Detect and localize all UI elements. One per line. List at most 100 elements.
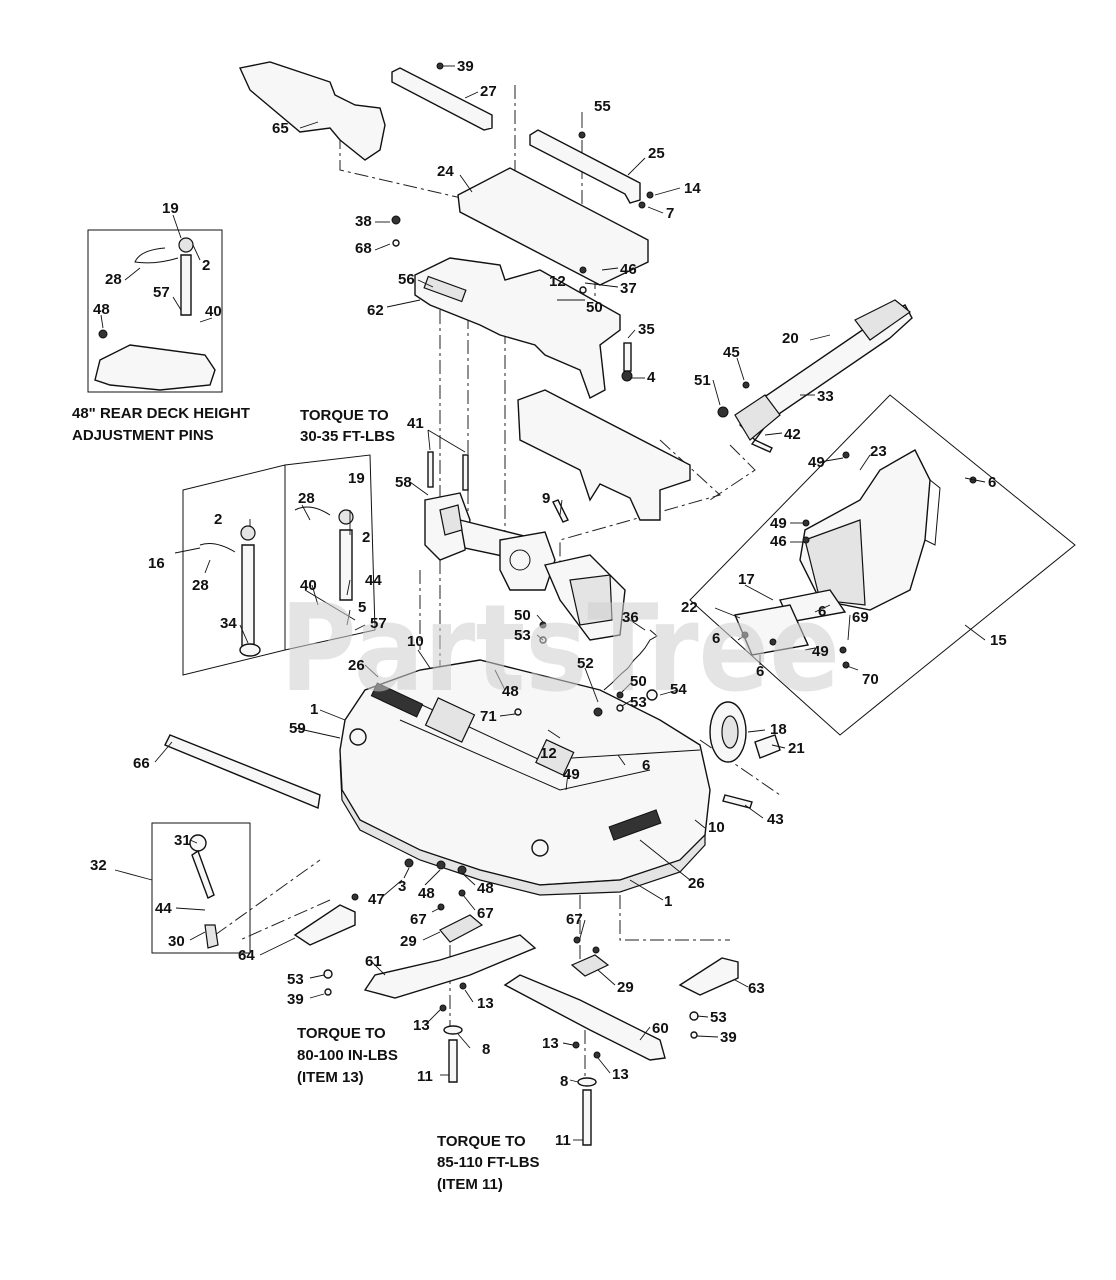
part-61-blade: [363, 934, 537, 999]
callout-31: 31: [174, 832, 191, 849]
callout-44: 44: [365, 572, 382, 589]
callout-11: 11: [417, 1068, 433, 1085]
callout-1: 1: [664, 893, 672, 910]
callout-54: 54: [670, 681, 687, 698]
callout-26: 26: [348, 657, 365, 674]
callout-42: 42: [784, 426, 801, 443]
callout-55: 55: [594, 98, 611, 115]
callout-34: 34: [220, 615, 237, 632]
callout-60: 60: [652, 1020, 669, 1037]
callout-68: 68: [355, 240, 372, 257]
watermark: PartsTree: [280, 580, 840, 719]
callout-27: 27: [480, 83, 497, 100]
callout-8: 8: [560, 1073, 568, 1090]
callout-71: 71: [480, 708, 497, 725]
callout-38: 38: [355, 213, 372, 230]
callout-37: 37: [620, 280, 637, 297]
callout-53: 53: [710, 1009, 727, 1026]
callout-49: 49: [563, 766, 580, 783]
callout-64: 64: [238, 947, 255, 964]
callout-17: 17: [738, 571, 755, 588]
callout-29: 29: [617, 979, 634, 996]
part-8-washer-a: [443, 1025, 463, 1035]
callout-57: 57: [370, 615, 387, 632]
callout-66: 66: [133, 755, 150, 772]
callout-2: 2: [214, 511, 222, 528]
part-25-bracket: [529, 129, 641, 204]
part-62-deck-cover: [414, 257, 621, 399]
deck-cover-decal: [423, 275, 467, 303]
part-21-bushing: [754, 734, 781, 759]
note-rear-deck-line1: 48" REAR DECK HEIGHT: [72, 405, 250, 422]
part-11-bolt-b: [582, 1089, 592, 1146]
callout-52: 52: [577, 655, 594, 672]
callout-63: 63: [748, 980, 765, 997]
part-65-shield: [238, 61, 386, 161]
part-58-gearbox-assembly: [424, 492, 626, 641]
callout-39: 39: [287, 991, 304, 1008]
callout-33: 33: [817, 388, 834, 405]
callout-22: 22: [681, 599, 698, 616]
part-43-bolt: [722, 794, 753, 809]
callout-16: 16: [148, 555, 165, 572]
callout-19: 19: [348, 470, 365, 487]
callout-15: 15: [990, 632, 1007, 649]
callout-48: 48: [93, 301, 110, 318]
callout-8: 8: [482, 1041, 490, 1058]
callout-6: 6: [988, 474, 996, 491]
callout-6: 6: [642, 757, 650, 774]
note-torque3-line2: 85-110 FT-LBS: [437, 1154, 540, 1171]
callout-59: 59: [289, 720, 306, 737]
part-20-drive-shaft: [734, 299, 913, 442]
part-8-washer-b: [577, 1077, 597, 1087]
callout-25: 25: [648, 145, 665, 162]
callout-53: 53: [514, 627, 531, 644]
callout-39: 39: [720, 1029, 737, 1046]
callout-58: 58: [395, 474, 412, 491]
callout-46: 46: [770, 533, 787, 550]
callout-23: 23: [870, 443, 887, 460]
callout-13: 13: [542, 1035, 559, 1052]
callout-2: 2: [362, 529, 370, 546]
callout-69: 69: [852, 609, 869, 626]
callout-70: 70: [862, 671, 879, 688]
callout-5: 5: [358, 599, 366, 616]
note-torque2-line2: 80-100 IN-LBS: [297, 1047, 398, 1064]
callout-40: 40: [205, 303, 222, 320]
callout-30: 30: [168, 933, 185, 950]
callout-20: 20: [782, 330, 799, 347]
callout-41: 41: [407, 415, 424, 432]
callout-11: 11: [555, 1132, 571, 1149]
part-60-blade: [503, 974, 666, 1061]
callout-36: 36: [622, 609, 639, 626]
note-torque1-line1: TORQUE TO: [300, 407, 389, 424]
callout-51: 51: [694, 372, 711, 389]
callout-61: 61: [365, 953, 382, 970]
inset-handle-32: [151, 822, 251, 954]
callout-4: 4: [647, 369, 656, 386]
callout-45: 45: [723, 344, 740, 361]
note-torque3-line1: TORQUE TO: [437, 1133, 526, 1150]
note-torque1-line2: 30-35 FT-LBS: [300, 428, 395, 445]
part-63-bracket: [678, 957, 739, 996]
callout-49: 49: [770, 515, 787, 532]
callout-53: 53: [287, 971, 304, 988]
part-64-bracket: [293, 904, 356, 946]
callout-67: 67: [410, 911, 427, 928]
callout-10: 10: [407, 633, 424, 650]
callouts: 39 27 65 55 25 24 14 7 38 68 19 2 28 57 …: [90, 58, 1007, 1149]
callout-44: 44: [155, 900, 172, 917]
callout-7: 7: [666, 205, 674, 222]
callout-13: 13: [477, 995, 494, 1012]
callout-2: 2: [202, 257, 210, 274]
callout-21: 21: [788, 740, 805, 757]
note-torque2-line1: TORQUE TO: [297, 1025, 386, 1042]
bolt-55: [578, 131, 586, 139]
part-18-wheel: [709, 701, 747, 763]
callout-26: 26: [688, 875, 705, 892]
note-torque3-line3: (ITEM 11): [437, 1176, 503, 1193]
small-hardware: [323, 191, 977, 1059]
callout-28: 28: [192, 577, 209, 594]
notes: 48" REAR DECK HEIGHT ADJUSTMENT PINS TOR…: [72, 405, 540, 1193]
callout-53: 53: [630, 694, 647, 711]
